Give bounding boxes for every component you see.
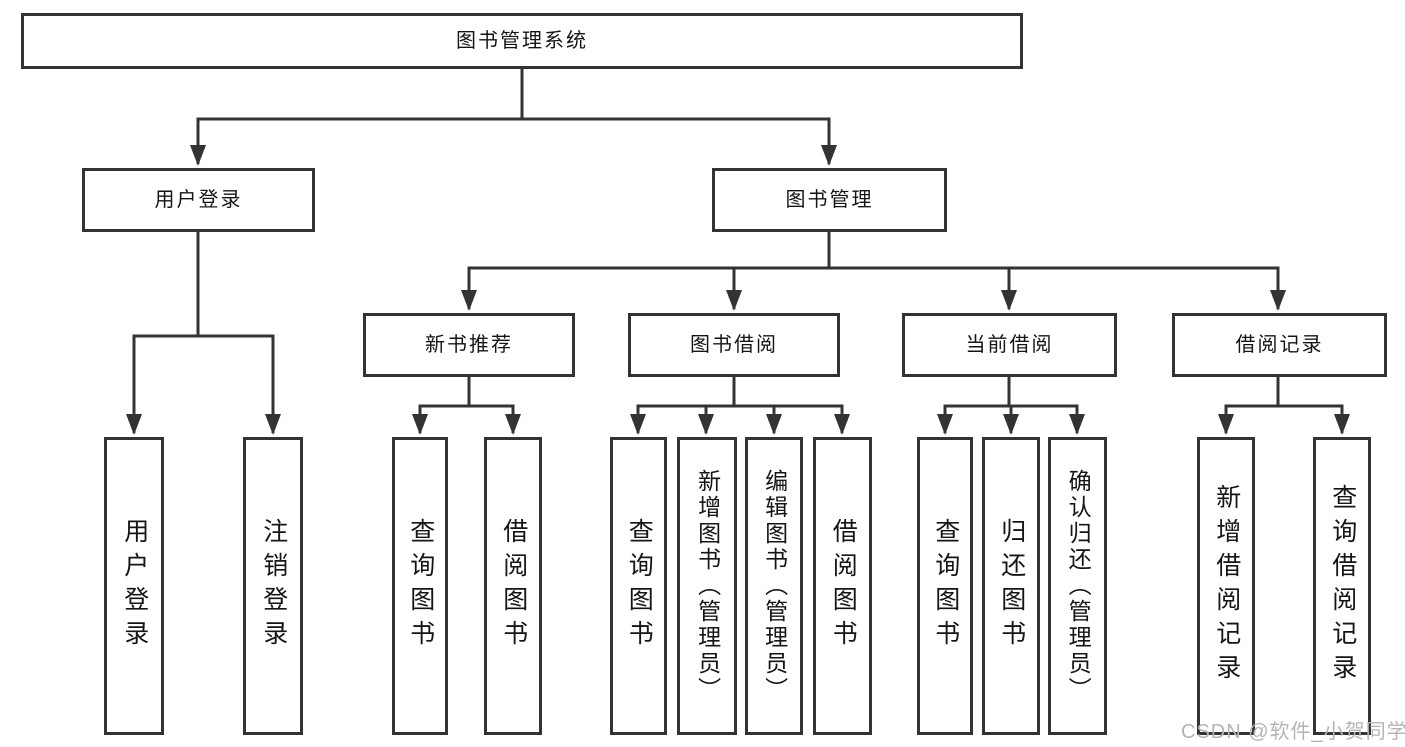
edge-root-userlogin — [190, 117, 522, 166]
edge-borrow-c1 — [630, 404, 734, 435]
edge-root-bookmgmt — [522, 117, 837, 166]
edge-records-c2 — [1278, 404, 1350, 435]
leaf-borrow-edit-book-admin: 编辑图书（管理员） — [745, 437, 803, 735]
edge-userlogin-c1 — [126, 334, 198, 435]
edge-borrow-c2 — [698, 404, 734, 435]
leaf-borrow-query-book: 查询图书 — [610, 437, 667, 735]
node-current-borrow: 当前借阅 — [902, 313, 1117, 377]
edge-bookmgmt-current — [829, 266, 1017, 311]
leaf-current-return-book: 归还图书 — [982, 437, 1040, 735]
node-user-login: 用户登录 — [82, 168, 315, 232]
edge-userlogin-c2 — [198, 334, 281, 435]
leaf-newbooks-borrow-book: 借阅图书 — [484, 437, 542, 735]
leaf-user-login: 用户登录 — [104, 437, 164, 735]
node-borrow-records: 借阅记录 — [1172, 313, 1387, 377]
node-root-system: 图书管理系统 — [21, 13, 1023, 69]
leaf-current-query-book: 查询图书 — [917, 437, 973, 735]
edge-borrow-c3 — [734, 404, 782, 435]
csdn-watermark: CSDN @软件_小贺同学 — [1181, 721, 1405, 743]
leaf-logout: 注销登录 — [243, 437, 303, 735]
edge-current-c3 — [1009, 404, 1085, 435]
leaf-newbooks-query-book: 查询图书 — [392, 437, 448, 735]
edge-borrow-c4 — [734, 404, 850, 435]
leaf-borrow-add-book-admin: 新增图书（管理员） — [677, 437, 737, 735]
edge-records-c1 — [1218, 404, 1278, 435]
edge-current-c2 — [1003, 404, 1019, 435]
leaf-borrow-borrow-book: 借阅图书 — [813, 437, 872, 735]
edge-newbooks-c1 — [412, 404, 469, 435]
leaf-current-confirm-return-admin: 确认归还（管理员） — [1048, 437, 1107, 735]
node-book-management: 图书管理 — [712, 168, 947, 232]
leaf-records-add-record: 新增借阅记录 — [1197, 437, 1255, 735]
node-book-borrow: 图书借阅 — [628, 313, 840, 377]
edge-bookmgmt-borrow — [726, 266, 829, 311]
edge-bookmgmt-newbooks — [461, 266, 829, 311]
edge-newbooks-c2 — [469, 404, 521, 435]
edge-current-c1 — [937, 404, 1009, 435]
edge-bookmgmt-records — [829, 266, 1286, 311]
node-new-book-recommend: 新书推荐 — [363, 313, 575, 377]
leaf-records-query-record: 查询借阅记录 — [1313, 437, 1371, 735]
